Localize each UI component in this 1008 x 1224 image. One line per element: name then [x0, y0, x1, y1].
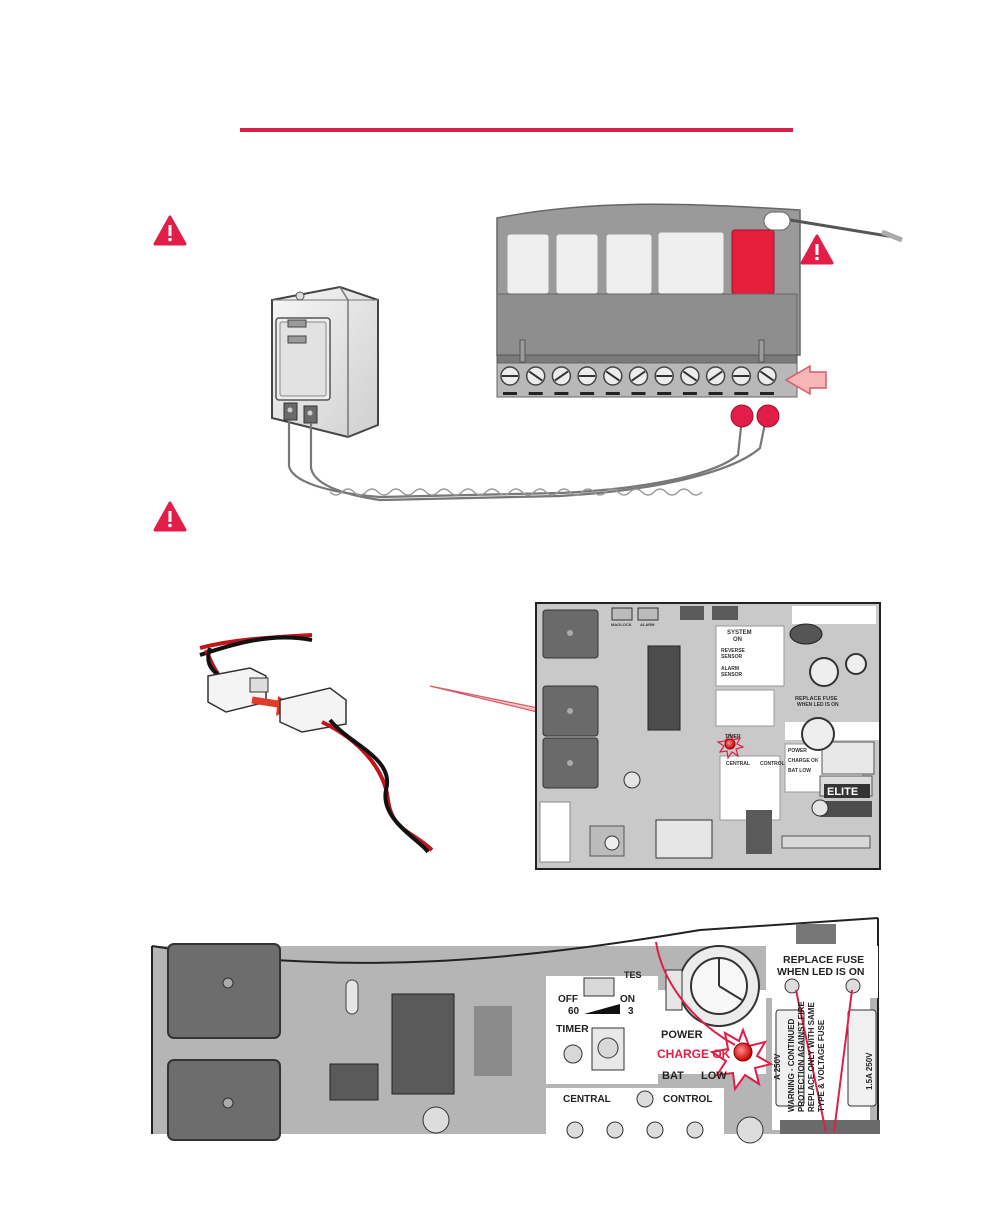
- screw-slot: [605, 370, 620, 382]
- label-system-on: SYSTEM: [727, 630, 752, 636]
- label-central-small: CENTRAL: [726, 761, 750, 767]
- label-on: ON: [620, 994, 635, 1005]
- screw-slot: [631, 370, 646, 382]
- label-off: OFF: [558, 994, 578, 1005]
- label-system-on-2: ON: [733, 637, 742, 643]
- terminal-pin: [631, 392, 646, 395]
- warning-icon: [153, 215, 187, 246]
- terminal-block: [496, 203, 801, 398]
- label-charge-ok: CHARGE OK: [657, 1047, 731, 1061]
- terminal-pin: [682, 392, 697, 395]
- screw-terminals: [500, 366, 777, 395]
- label-alarm-sensor: ALARM: [721, 666, 739, 672]
- fuse-rating-left: A 250V: [773, 1053, 782, 1080]
- control-board: SYSTEM ON REVERSE SENSOR ALARM SENSOR RE…: [535, 602, 881, 870]
- screw-slot: [528, 370, 543, 382]
- label-central: CENTRAL: [563, 1094, 611, 1105]
- label-when-led-is-on: WHEN LED IS ON: [777, 966, 865, 978]
- led-burst-icon: [709, 1027, 774, 1092]
- battery-connector-cable: [199, 633, 434, 854]
- terminal-pin: [657, 392, 672, 395]
- label-bat: BAT: [662, 1070, 684, 1082]
- arrow-right-icon: [784, 364, 827, 396]
- label-control: CONTROL: [663, 1094, 712, 1105]
- label-maglock: MAGLOCK: [611, 622, 632, 627]
- fuse-warning-line: REPLACE ONLY WITH SAME: [807, 1002, 816, 1112]
- terminal-pin: [734, 392, 749, 395]
- label-charge-ok-small: CHARGE OK: [788, 758, 819, 764]
- screw-slot: [708, 370, 723, 382]
- screw-slot: [759, 370, 775, 382]
- label-60: 60: [568, 1006, 580, 1017]
- label-replace-fuse-small: REPLACE FUSE: [795, 696, 838, 702]
- label-low: LOW: [701, 1070, 727, 1082]
- pointer-line: [795, 989, 853, 1133]
- label-3: 3: [628, 1006, 634, 1017]
- plug-transformer: [271, 285, 379, 439]
- label-tes: TES: [624, 970, 642, 980]
- terminal-pin: [554, 392, 569, 395]
- fuse-warning-line: WARNING - CONTINUED: [787, 1018, 796, 1112]
- warning-icon: [153, 501, 187, 532]
- label-bat-low-small: BAT LOW: [788, 768, 811, 774]
- ramp-indicator: [584, 1004, 620, 1014]
- terminal-pin: [605, 392, 620, 395]
- antenna-wire: [763, 211, 903, 243]
- label-timer: TIMER: [556, 1023, 589, 1035]
- screw-slot: [554, 370, 569, 382]
- label-reverse-sensor: REVERSE: [721, 648, 746, 654]
- label-control-small: CONTROL: [760, 761, 785, 767]
- label-timer-small: TIMER: [725, 734, 741, 740]
- elite-logo: ELITE: [824, 784, 870, 798]
- screw-slot: [682, 370, 698, 382]
- label-alarm: ALARM: [640, 622, 655, 627]
- label-power-small: POWER: [788, 748, 807, 754]
- terminal-pin: [503, 392, 517, 395]
- fuse-warning-line: TYPE & VOLTAGE FUSE: [817, 1019, 826, 1112]
- header-rule: [240, 128, 793, 132]
- label-replace-fuse: REPLACE FUSE: [783, 954, 864, 966]
- terminal-pin: [580, 392, 595, 395]
- label-reverse-sensor-2: SENSOR: [721, 654, 743, 660]
- label-replace-fuse-small-2: WHEN LED IS ON: [797, 702, 839, 708]
- terminal-marker: [730, 404, 754, 428]
- fuse-warning-line: PROTECTION AGAINST FIRE: [797, 1001, 806, 1112]
- elite-logo-text: ELITE: [827, 786, 858, 798]
- label-power: POWER: [661, 1029, 703, 1041]
- warning-icon: [800, 234, 834, 265]
- terminal-pin: [708, 392, 723, 395]
- zoomed-board: OFF ON 60 3 TES TIMER POWER CHARGE OK BA…: [151, 917, 880, 1144]
- fuse-rating-right: 1.5A 250V: [865, 1052, 874, 1090]
- twisted-wire: [287, 417, 768, 502]
- label-alarm-sensor-2: SENSOR: [721, 672, 743, 678]
- terminal-marker: [756, 404, 780, 428]
- terminal-pin: [760, 392, 774, 395]
- pointer-line: [655, 941, 736, 1046]
- fuse-warning: WARNING - CONTINUED PROTECTION AGAINST F…: [787, 1001, 826, 1112]
- terminal-pin: [528, 392, 543, 395]
